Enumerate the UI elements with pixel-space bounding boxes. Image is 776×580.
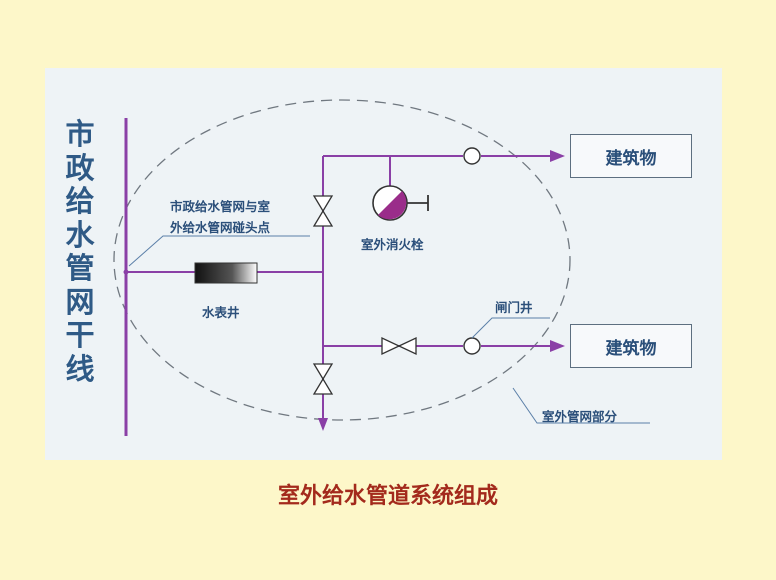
outdoor-network-boundary: [113, 99, 571, 421]
gate-valve-icon: [381, 336, 401, 356]
valve-well-label: 闸门井: [495, 300, 533, 315]
gate-valve-icon: [312, 363, 334, 381]
diagram-panel: [45, 68, 722, 460]
figure-caption: 室外给水管道系统组成: [277, 484, 498, 509]
outdoor-network-leader: [512, 387, 650, 424]
municipal-main-label: 市政给水管网干线: [65, 117, 95, 386]
fire-hydrant-label: 室外消火栓: [361, 237, 424, 252]
water-meter-icon: [194, 262, 258, 284]
valve-well-top-icon: [463, 147, 481, 165]
outdoor-network-label: 室外管网部分: [542, 409, 618, 424]
arrow-right-icon: [550, 340, 565, 352]
building-top: 建筑物: [570, 134, 692, 178]
connection-point-label-line1: 市政给水管网与室: [170, 199, 271, 214]
arrow-down-icon: [318, 418, 328, 431]
valve-well-leader: [471, 317, 550, 339]
valve-well-lower-icon: [463, 337, 481, 355]
building-top-label: 建筑物: [605, 148, 657, 169]
meter-well-label: 水表井: [202, 305, 240, 320]
connection-point-label-line2: 外给水管网碰头点: [170, 220, 271, 235]
building-bottom: 建筑物: [570, 324, 692, 368]
gate-valve-icon: [312, 377, 334, 395]
arrow-right-icon: [550, 150, 565, 162]
building-bottom-label: 建筑物: [605, 338, 657, 359]
gate-valve-icon: [312, 209, 334, 227]
connection-point: [123, 269, 129, 275]
connection-leader: [128, 235, 310, 267]
water-supply-diagram: [113, 99, 650, 436]
gate-valve-icon: [397, 336, 417, 356]
fire-hydrant-fill: [378, 191, 407, 220]
gate-valve-icon: [312, 195, 334, 213]
